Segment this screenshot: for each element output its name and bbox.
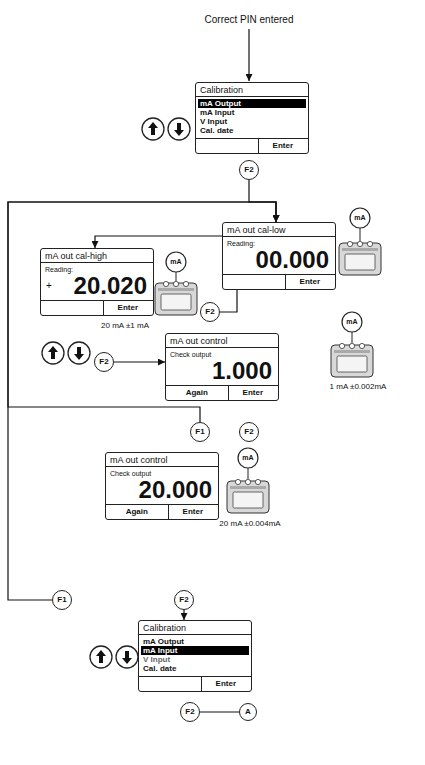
annotation: 1 mA ±0.002mA xyxy=(310,382,406,392)
softkey-label: Enter xyxy=(201,677,251,691)
key-button: F1 xyxy=(52,590,72,610)
header-rule xyxy=(41,262,153,263)
screen-caption: Check output xyxy=(170,350,211,359)
calibrator-device xyxy=(339,241,381,275)
key-label: F2 xyxy=(175,591,193,609)
flow-connector xyxy=(249,180,276,222)
reading-value: 1.000 xyxy=(212,358,272,384)
menu-item: Cal. date xyxy=(141,664,249,673)
key-label: F2 xyxy=(240,423,258,441)
screen-title: mA out cal-high xyxy=(45,250,107,262)
softkey-divider xyxy=(228,386,229,400)
display-screen: mA out controlCheck output1.000AgainEnte… xyxy=(165,333,279,401)
flow-connector xyxy=(220,290,237,312)
key-label: F1 xyxy=(53,591,71,609)
menu-screen: Calibration mA OutputmA InputV InputCal. … xyxy=(195,82,309,154)
softkey-label: Again xyxy=(106,505,168,519)
softkey-divider xyxy=(258,139,259,153)
header-rule xyxy=(139,634,251,635)
reading-value: 20.000 xyxy=(139,477,212,503)
key-button: F2 xyxy=(239,160,259,180)
up-button xyxy=(142,118,164,140)
flow-connector xyxy=(183,610,184,620)
menu-item: mA Input xyxy=(141,646,249,655)
reading-value: 00.000 xyxy=(256,247,329,273)
key-label: F2 xyxy=(181,703,199,721)
calibrator-device xyxy=(227,479,269,513)
callout-label: mA xyxy=(166,257,186,266)
menu-item: mA Output xyxy=(141,637,249,646)
screen-caption: Reading: xyxy=(227,239,255,248)
key-label: F2 xyxy=(95,353,113,371)
calibrator-device xyxy=(331,343,373,377)
annotation: 20 mA ±0.004mA xyxy=(200,519,300,529)
callout-label: mA xyxy=(238,453,258,462)
screen-title: Calibration xyxy=(200,84,243,96)
key-label: A xyxy=(240,704,256,720)
header-rule xyxy=(166,347,278,348)
callout-label: mA xyxy=(350,213,370,222)
up-button xyxy=(90,646,112,668)
screen-caption: Reading: xyxy=(45,265,73,274)
key-button: F2 xyxy=(200,302,220,322)
key-button: F2 xyxy=(180,702,200,722)
key-button: F1 xyxy=(190,422,210,442)
sign: + xyxy=(46,280,52,292)
menu-screen: Calibration mA OutputmA InputV InputCal. … xyxy=(138,620,252,692)
callout-label: mA xyxy=(342,317,362,326)
down-button xyxy=(168,118,190,140)
key-label: F2 xyxy=(201,303,219,321)
entry-arrow xyxy=(248,29,249,81)
display-screen: mA out cal-lowReading:00.000Enter xyxy=(222,222,336,290)
up-button xyxy=(42,342,64,364)
softkey-label: Enter xyxy=(285,275,335,289)
key-label: F2 xyxy=(240,161,258,179)
softkey-rule xyxy=(139,676,251,677)
softkey-divider xyxy=(201,677,202,691)
reading-value: 20.020 xyxy=(74,273,147,299)
softkey-label: Enter xyxy=(228,386,278,400)
flow-connector xyxy=(95,236,222,248)
softkey-label: Again xyxy=(166,386,228,400)
screen-title: mA out cal-low xyxy=(227,224,286,236)
softkey-divider xyxy=(103,301,104,315)
softkey-label: Enter xyxy=(103,301,153,315)
softkey-rule xyxy=(41,300,153,301)
menu-item: Cal. date xyxy=(198,126,306,135)
header-rule xyxy=(223,236,335,237)
softkey-rule xyxy=(106,504,218,505)
flow-connector xyxy=(114,361,165,362)
header-rule xyxy=(196,96,308,97)
softkey-divider xyxy=(168,505,169,519)
down-button xyxy=(68,342,90,364)
callout-circles xyxy=(166,208,370,468)
softkey-label: Enter xyxy=(258,139,308,153)
annotation: Correct PIN entered xyxy=(179,14,319,26)
key-label: F1 xyxy=(191,423,209,441)
menu-item: V Input xyxy=(141,655,249,664)
menu-item: V Input xyxy=(198,117,306,126)
calibrator-device xyxy=(155,281,197,315)
softkey-rule xyxy=(196,138,308,139)
flow-connector xyxy=(200,711,239,712)
menu-item: mA Output xyxy=(198,99,306,108)
header-rule xyxy=(106,466,218,467)
screen-title: mA out control xyxy=(110,454,168,466)
softkey-divider xyxy=(285,275,286,289)
softkey-rule xyxy=(166,385,278,386)
key-button: F2 xyxy=(94,352,114,372)
annotation: 20 mA ±1 mA xyxy=(80,321,170,331)
key-button: A xyxy=(239,703,257,721)
down-button xyxy=(116,646,138,668)
screen-title: Calibration xyxy=(143,622,186,634)
screen-title: mA out control xyxy=(170,335,228,347)
key-button: F2 xyxy=(239,422,259,442)
softkey-label: Enter xyxy=(168,505,218,519)
display-screen: mA out controlCheck output20.000AgainEnt… xyxy=(105,452,219,520)
display-screen: mA out cal-highReading: +20.020Enter xyxy=(40,248,154,316)
softkey-rule xyxy=(223,274,335,275)
key-button: F2 xyxy=(174,590,194,610)
menu-item: mA Input xyxy=(198,108,306,117)
